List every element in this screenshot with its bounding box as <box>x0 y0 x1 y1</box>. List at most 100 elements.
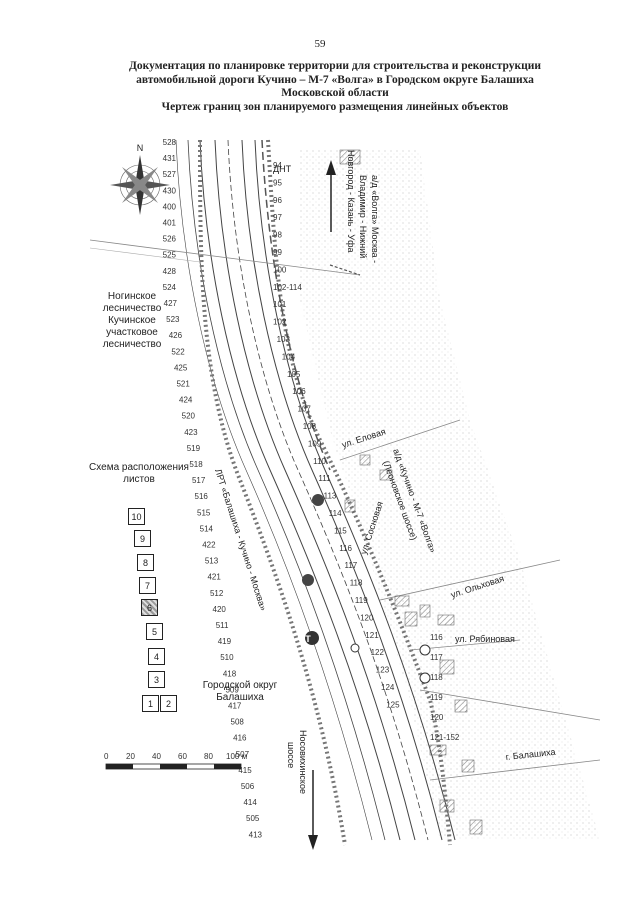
sheet-5: 5 <box>146 623 163 640</box>
scale-ticks: 0 20 40 60 80 100 м <box>104 752 247 761</box>
point-label-right: 116 <box>430 633 443 642</box>
point-label-left: 416 <box>233 734 247 743</box>
point-label-right: 117 <box>430 653 443 662</box>
street-ryabinovaya: ул. Рябиновая <box>455 634 515 644</box>
compass-rose: N <box>110 143 170 215</box>
point-label-right: 94 <box>273 161 282 170</box>
point-label-right: 113 <box>324 492 337 501</box>
point-label-left: 428 <box>163 267 177 276</box>
point-label-right: 122 <box>371 648 385 657</box>
point-label-right: 118 <box>350 579 363 588</box>
svg-text:T: T <box>305 634 311 644</box>
point-label-left: 422 <box>202 541 216 550</box>
point-label-left: 507 <box>236 750 250 759</box>
road-corridor <box>175 139 456 841</box>
point-label-right: 102 <box>273 318 287 327</box>
page-number: 59 <box>314 38 326 50</box>
point-label-right: 110 <box>313 457 326 466</box>
point-label-left: 522 <box>171 347 185 356</box>
point-label-right: 124 <box>381 683 395 692</box>
point-label-left: 513 <box>205 557 219 566</box>
point-label-right: 117 <box>345 561 358 570</box>
point-label-right: 118 <box>430 673 443 682</box>
point-label-left: 417 <box>228 702 242 711</box>
point-label-left: 424 <box>179 396 193 405</box>
sheet-2: 2 <box>160 695 177 712</box>
point-label-left: 511 <box>216 621 229 630</box>
forestry-label: Ногинское лесничество Кучинское участков… <box>102 291 162 350</box>
sheet-9: 9 <box>134 530 151 547</box>
point-label-left: 526 <box>163 235 177 244</box>
point-label-left: 510 <box>220 653 234 662</box>
point-label-left: 525 <box>163 251 177 260</box>
point-label-right: 116 <box>339 544 352 553</box>
title-line-4: Чертеж границ зон планируемого размещени… <box>161 100 509 113</box>
point-label-left: 514 <box>200 524 214 533</box>
sheet-6: 6 <box>141 599 158 616</box>
point-label-right: 120 <box>430 713 444 722</box>
residential-area <box>300 150 600 840</box>
forest-boundary <box>89 239 361 276</box>
point-label-left: 418 <box>223 669 237 678</box>
point-label-left: 523 <box>166 315 180 324</box>
point-label-left: 508 <box>231 718 245 727</box>
point-label-right: 119 <box>430 693 443 702</box>
point-label-right: 105 <box>287 370 301 379</box>
point-label-left: 509 <box>225 685 239 694</box>
point-label-right: 102-114 <box>273 283 302 292</box>
point-label-left: 415 <box>238 766 252 775</box>
point-label-left: 426 <box>169 331 183 340</box>
point-label-left: 423 <box>184 428 198 437</box>
point-label-left: 431 <box>163 154 177 163</box>
station-markers: T <box>302 494 431 684</box>
point-label-right: 97 <box>273 213 282 222</box>
point-label-left: 515 <box>197 508 211 517</box>
point-label-left: 517 <box>192 476 206 485</box>
point-label-right: 96 <box>273 196 282 205</box>
point-label-right: 107 <box>298 405 312 414</box>
sheet-1: 1 <box>142 695 159 712</box>
city-label: Городской округ Балашиха <box>202 680 278 703</box>
road-label-volga-1: а/д «Волга» Москва - <box>370 175 380 263</box>
point-label-right: 104 <box>282 352 296 361</box>
point-label-right: 111 <box>318 474 331 483</box>
point-label-left: 506 <box>241 782 255 791</box>
sheet-8: 8 <box>137 554 154 571</box>
right-point-labels: 949596979899100102-114101102103104105106… <box>273 161 460 742</box>
point-label-right: 99 <box>273 248 282 257</box>
point-label-left: 414 <box>243 798 257 807</box>
svg-text:40: 40 <box>152 752 161 761</box>
road-label-nosovikh-2: шоссе <box>286 742 296 768</box>
point-label-left: 413 <box>249 830 263 839</box>
point-label-right: 108 <box>303 422 317 431</box>
point-label-left: 512 <box>210 589 224 598</box>
point-label-left: 519 <box>187 444 201 453</box>
compass-north-label: N <box>137 143 144 153</box>
point-label-right: 101 <box>273 300 287 309</box>
point-label-right: 115 <box>334 526 347 535</box>
point-label-right: 125 <box>386 700 400 709</box>
svg-text:80: 80 <box>204 752 213 761</box>
sheet-7: 7 <box>139 577 156 594</box>
svg-text:60: 60 <box>178 752 187 761</box>
road-label-volga-3: Новгород - Казань - Уфа <box>346 150 356 253</box>
point-label-right: 120 <box>360 613 374 622</box>
left-point-labels: 5284315274304004015265254285244275234265… <box>163 138 263 839</box>
point-label-left: 420 <box>213 605 227 614</box>
title-line-2: автомобильной дороги Кучино – М-7 «Волга… <box>136 73 534 86</box>
point-label-left: 521 <box>176 380 190 389</box>
point-label-left: 400 <box>163 202 177 211</box>
title-line-3: Московской области <box>281 87 389 99</box>
point-label-right: 119 <box>355 596 368 605</box>
road-label-volga-2: Владимир - Нижний <box>358 175 368 258</box>
point-label-left: 505 <box>246 814 260 823</box>
point-label-right: 109 <box>308 439 322 448</box>
point-label-right: 103 <box>277 335 291 344</box>
point-label-left: 527 <box>163 170 177 179</box>
area-dnt: ДНТ <box>273 164 292 174</box>
point-label-left: 425 <box>174 363 188 372</box>
point-label-left: 528 <box>163 138 177 147</box>
point-label-right: 123 <box>376 666 390 675</box>
document-title: Документация по планировке территории дл… <box>95 60 575 114</box>
